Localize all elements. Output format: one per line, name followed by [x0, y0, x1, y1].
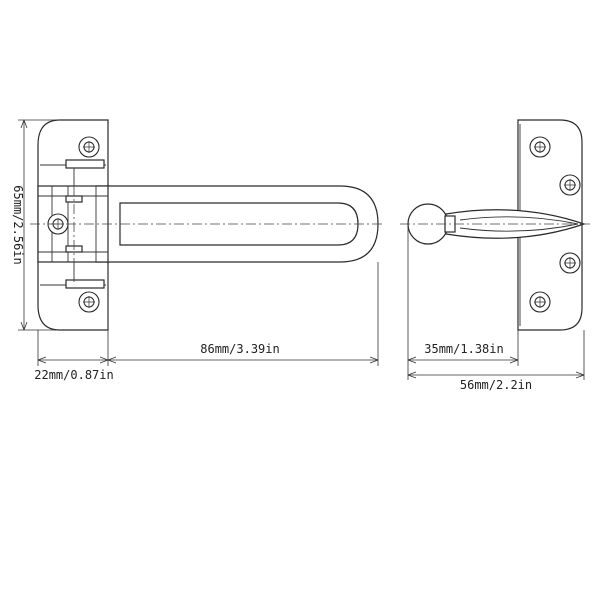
hinge-tab-top [65, 159, 105, 169]
total-right-dimension: 56mm/2.2in [407, 371, 585, 392]
right-screw-hole-2 [559, 174, 581, 196]
height-dimension: 65mm/2.56in [11, 119, 60, 331]
knob-length-dimension-label: 35mm/1.38in [424, 342, 503, 356]
right-screw-hole-1 [529, 136, 551, 158]
arm-length-dimension-label: 86mm/3.39in [200, 342, 279, 356]
knob-length-dimension: 35mm/1.38in [407, 342, 519, 364]
right-screw-hole-3 [559, 252, 581, 274]
plate-width-dimension: 22mm/0.87in [34, 356, 114, 382]
left-screw-hole-top [78, 136, 100, 158]
arm-length-dimension: 86mm/3.39in [107, 342, 379, 364]
total-right-dimension-label: 56mm/2.2in [460, 378, 532, 392]
height-dimension-label: 65mm/2.56in [11, 185, 25, 264]
plate-width-dimension-label: 22mm/0.87in [34, 368, 113, 382]
hinge-tab-bottom [65, 279, 105, 289]
strike-post-ridge [459, 216, 579, 232]
right-screw-hole-4 [529, 291, 551, 313]
left-screw-hole-bottom [78, 291, 100, 313]
